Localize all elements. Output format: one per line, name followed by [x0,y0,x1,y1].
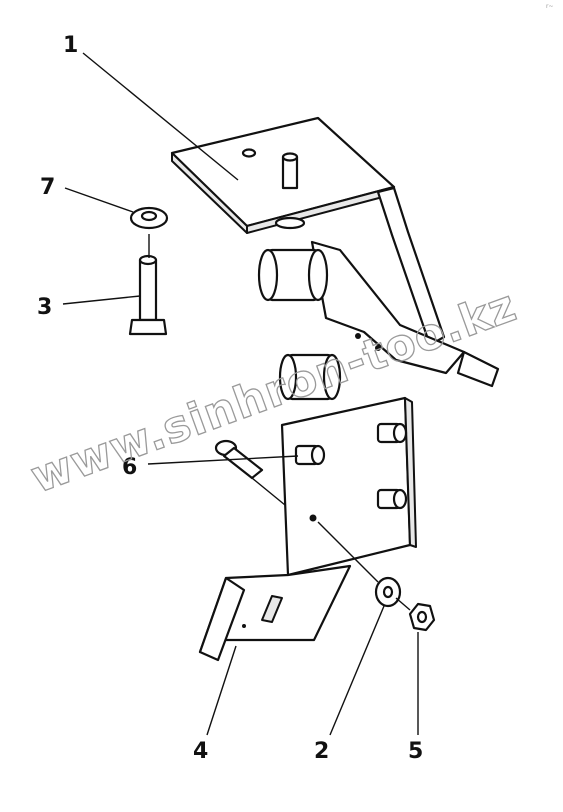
leader-6 [147,455,299,465]
watermark-text: www.sinhron-too.kz [24,280,523,503]
part-6-pin [214,439,286,506]
leader-1 [82,52,239,181]
callout-1: 1 [63,33,78,58]
callout-6: 6 [122,455,137,480]
leader-7 [64,187,134,213]
callout-5: 5 [408,739,423,764]
leader-4 [206,645,237,736]
corner-mark: r~ [546,3,554,10]
leader-2 [329,605,385,736]
callout-4: 4 [193,739,208,764]
callouts: 1 7 3 6 4 2 5 [37,33,423,764]
part-4-plate [198,396,417,662]
callout-2: 2 [314,739,329,764]
part-5-nut [395,597,436,632]
callout-7: 7 [40,175,55,200]
leader-3 [62,295,141,305]
part-1-bracket [170,116,500,401]
part-3-bolt [128,234,168,336]
callout-3: 3 [37,295,52,320]
part-2-washer [317,521,402,608]
part-7-washer [129,206,169,230]
